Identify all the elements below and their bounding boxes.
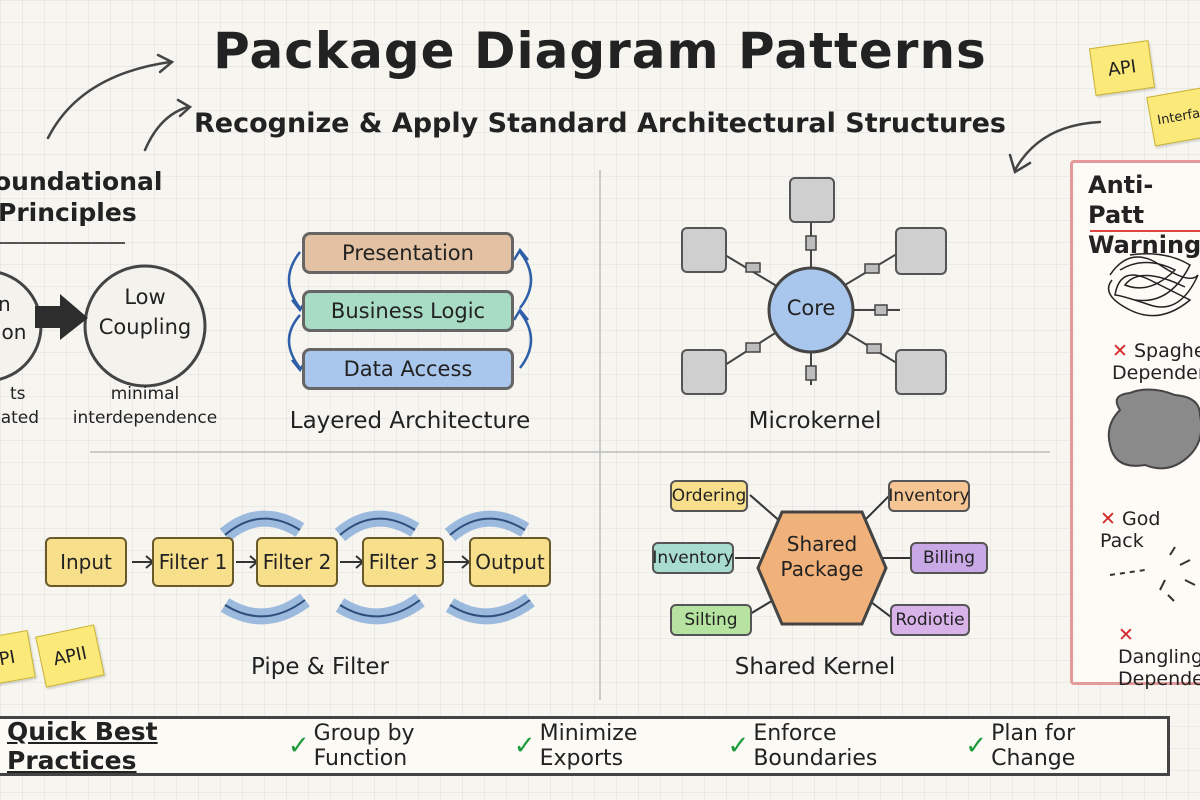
foundational-heading-line1: oundational — [0, 167, 163, 196]
shared-package-label: Shared Package — [758, 532, 886, 582]
arrow-top-left-2 — [143, 105, 190, 152]
plugin-box-upper-right — [895, 227, 947, 275]
anti-pattern-illustrations — [1090, 230, 1200, 602]
plugin-box-lower-left — [681, 349, 727, 395]
coupling-label: Low Coupling — [85, 282, 205, 342]
anti-item-god-package-line1: God Pack — [1100, 508, 1161, 552]
check-icon: ✓ — [727, 731, 750, 761]
stage-input: Input — [45, 537, 127, 587]
cohesion-caption-line2: lated — [0, 408, 40, 428]
practice-plan-for-change-label: Plan for Change — [991, 721, 1076, 771]
arrow-top-left-1 — [46, 60, 172, 140]
module-inventory-top: Inventory — [888, 480, 970, 512]
stage-output: Output — [469, 537, 551, 587]
stage-filter-2: Filter 2 — [256, 537, 338, 587]
layer-flow-arrows — [287, 247, 533, 373]
shared-package-label-line2: Package — [780, 557, 864, 581]
page-title: Package Diagram Patterns — [213, 22, 987, 80]
foundational-heading: oundational Principles — [0, 166, 162, 228]
x-icon: ✕ — [1112, 340, 1128, 362]
core-circle — [767, 266, 855, 354]
sticky-note-api: API — [1088, 40, 1156, 96]
coupling-caption: minimal interdependence — [70, 382, 220, 430]
practice-minimize-exports-label: Minimize Exports — [539, 721, 638, 771]
module-rodiotie: Rodiotie — [890, 604, 970, 636]
plugin-box-upper-left — [681, 227, 727, 273]
coupling-caption-line2: interdependence — [72, 408, 218, 428]
stage-filter-1: Filter 1 — [152, 537, 234, 587]
god-package-icon — [1107, 388, 1200, 470]
layer-business-logic: Business Logic — [302, 290, 514, 332]
cohesion-label-line1: n — [0, 292, 11, 316]
foundational-heading-line2: Principles — [0, 198, 137, 227]
anti-item-dangling: ✕ Dangling Dependen — [1118, 624, 1200, 690]
shared-kernel-caption: Shared Kernel — [734, 654, 896, 680]
x-icon: ✕ — [1100, 508, 1116, 530]
anti-item-dangling-line2: Dependen — [1118, 668, 1200, 690]
stage-filter-3: Filter 3 — [362, 537, 444, 587]
shared-package-hexagon — [756, 510, 888, 626]
cohesion-caption-line1: ts — [10, 384, 26, 404]
practice-enforce-boundaries-label: Enforce Boundaries — [753, 721, 878, 771]
spaghetti-icon — [1107, 253, 1199, 317]
check-icon: ✓ — [965, 731, 988, 761]
page-subtitle: Recognize & Apply Standard Architectural… — [194, 108, 1006, 139]
foundational-diagram — [0, 242, 207, 388]
microkernel-caption: Microkernel — [748, 408, 882, 434]
pipe-filter-caption: Pipe & Filter — [250, 654, 390, 680]
practice-plan-for-change: ✓Plan for Change — [965, 721, 1151, 771]
module-silting: Silting — [670, 604, 752, 636]
core-label: Core — [786, 296, 836, 320]
arrow-right-icon — [35, 294, 88, 340]
coupling-label-line2: Coupling — [98, 315, 192, 339]
x-icon: ✕ — [1118, 624, 1134, 646]
practice-group-by-function: ✓Group by Function — [288, 721, 498, 771]
anti-item-dangling-line1: Dangling — [1118, 646, 1200, 668]
module-billing: Billing — [910, 542, 988, 574]
best-practices-title: Quick Best Practices — [7, 717, 158, 775]
shared-package-label-line1: Shared — [786, 532, 858, 556]
cohesion-label: n ion — [0, 290, 26, 346]
anti-item-spaghetti-line2: Dependen — [1112, 362, 1200, 384]
cohesion-label-line2: ion — [0, 320, 27, 344]
layered-caption: Layered Architecture — [289, 408, 531, 434]
check-icon: ✓ — [513, 731, 536, 761]
layer-presentation: Presentation — [302, 232, 514, 274]
best-practices-bar: Quick Best Practices ✓Group by Function … — [0, 716, 1170, 776]
module-ordering: Ordering — [670, 480, 748, 512]
anti-item-god-package: ✕ God Pack — [1100, 508, 1200, 552]
plugin-box-top — [789, 177, 835, 223]
coupling-caption-line1: minimal — [110, 384, 180, 404]
anti-item-spaghetti: ✕ Spaghe Dependen — [1112, 340, 1200, 384]
coupling-circle — [83, 264, 207, 388]
practice-enforce-boundaries: ✓Enforce Boundaries — [728, 721, 950, 771]
check-icon: ✓ — [287, 731, 310, 761]
anti-patterns-heading-line1: Anti-Patt — [1088, 171, 1154, 229]
practice-minimize-exports: ✓Minimize Exports — [514, 721, 712, 771]
plugin-box-lower-right — [895, 349, 947, 395]
dangling-dependency-icon — [1109, 546, 1196, 602]
microkernel-diagram — [681, 177, 947, 395]
module-inventory-left: Inventory — [652, 542, 734, 574]
pipe-filter-arrows — [132, 510, 535, 625]
anti-item-spaghetti-line1: Spaghe — [1133, 340, 1200, 362]
cohesion-caption: ts lated — [0, 382, 39, 430]
layer-data-access: Data Access — [302, 348, 514, 390]
coupling-label-line1: Low — [124, 285, 166, 309]
arrow-top-right — [1013, 120, 1102, 172]
practice-group-by-function-label: Group by Function — [313, 721, 415, 771]
